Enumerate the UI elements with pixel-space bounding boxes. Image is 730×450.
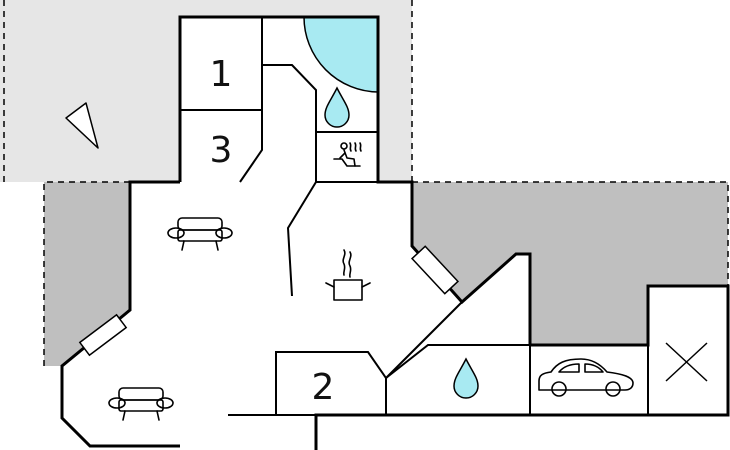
terrace-dark-right-fill: [412, 182, 728, 345]
outer-wall-main: [178, 15, 532, 345]
windows: [78, 245, 460, 357]
sofa-icon-lower: [108, 387, 174, 421]
wall-bathroom-top: [385, 344, 530, 379]
walls: [60, 15, 730, 450]
window-right: [410, 245, 460, 295]
compass-icon: [65, 102, 99, 149]
terrace-dark-right-boundary: [412, 181, 729, 286]
water-drop-icon: [324, 86, 350, 128]
wall-kitchen-divider: [286, 181, 317, 297]
wall-room2: [275, 351, 387, 415]
cooking-pot-icon: [325, 249, 371, 301]
room-number-3: 3: [210, 130, 233, 171]
pool: [303, 16, 379, 93]
room-number-1: 1: [210, 54, 233, 95]
window-left: [78, 313, 128, 357]
sauna-icon: [333, 142, 362, 167]
outer-wall-left: [60, 180, 180, 448]
terrace-dark-right: [412, 181, 729, 345]
car-icon: [538, 358, 634, 397]
room-number-2: 2: [312, 367, 335, 408]
storage-cross-icon: [665, 342, 708, 382]
wall-corridor-left: [262, 64, 317, 182]
outer-wall-right: [386, 284, 730, 417]
water-drop-icon-bathroom: [453, 357, 479, 399]
wall-bathroom-diagonal: [385, 301, 463, 379]
wall-room3-right: [239, 17, 263, 183]
sofa-icon: [167, 217, 233, 251]
building-floor: [62, 17, 728, 450]
